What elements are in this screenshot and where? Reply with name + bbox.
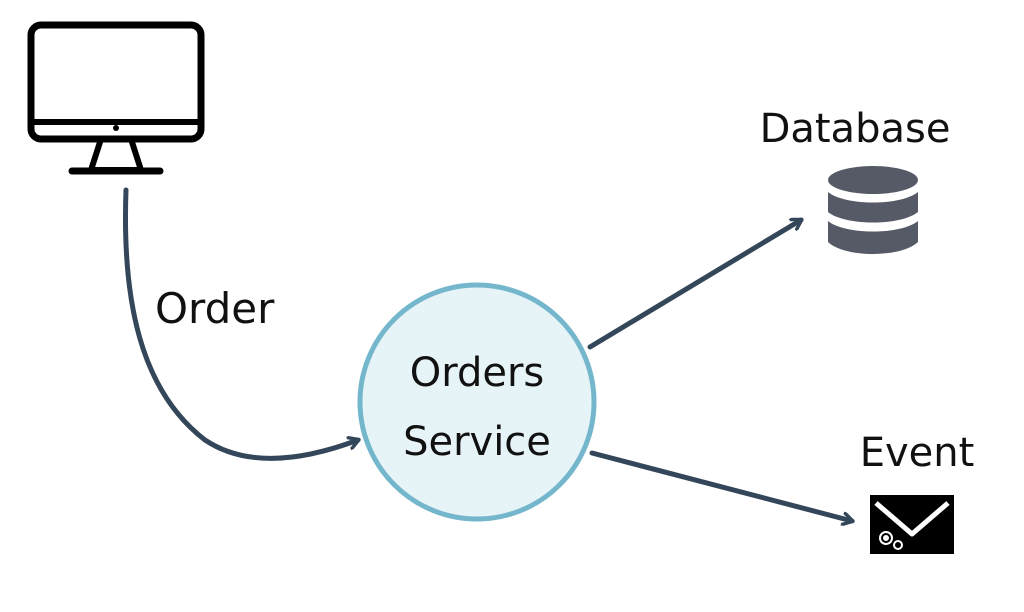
database-label: Database	[760, 106, 951, 152]
database-arrow	[587, 217, 801, 350]
envelope-gears-icon	[870, 495, 954, 554]
order-arrow	[123, 187, 358, 461]
event-label: Event	[860, 430, 975, 476]
orders-service-node: Orders Service	[357, 282, 597, 522]
desktop-monitor-icon	[27, 21, 205, 175]
gear-icon	[879, 531, 903, 550]
orders-service-label-line1: Orders	[410, 350, 545, 396]
orders-service-label-line2: Service	[403, 419, 551, 465]
event-arrow	[589, 450, 852, 521]
orders-service-circle	[357, 282, 597, 522]
database-icon	[828, 166, 918, 254]
order-label: Order	[155, 284, 275, 333]
